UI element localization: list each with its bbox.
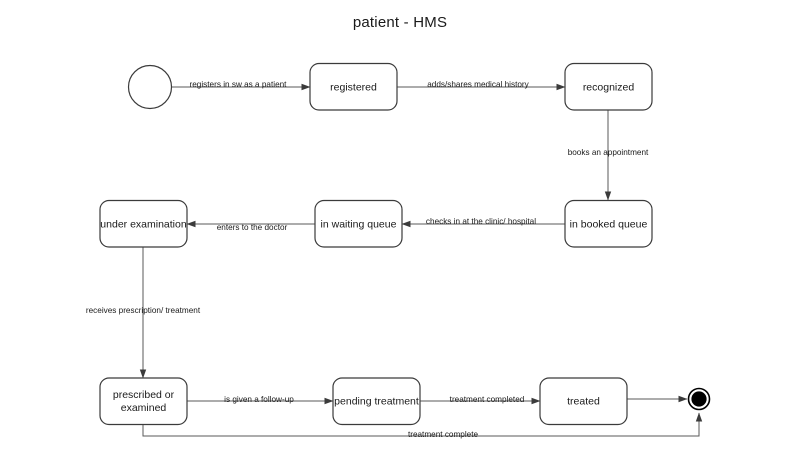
edge-label: enters to the doctor xyxy=(217,223,288,232)
state-label-line2: examined xyxy=(121,402,167,414)
transition-receives-prescription: receives prescription/ treatment xyxy=(86,247,201,379)
edge-label: treatment complete xyxy=(408,430,479,439)
state-box xyxy=(564,199,653,248)
state-label: treated xyxy=(567,395,600,407)
state-box xyxy=(332,377,421,426)
transition-registers-in-sw: registers in sw as a patient xyxy=(171,80,311,91)
transition-checks-in-at-clinic: checks in at the clinic/ hospital xyxy=(401,217,565,228)
state-box xyxy=(309,62,398,111)
state-node-under-examination[interactable]: under examination xyxy=(99,199,188,248)
transition-adds-shares-medical-history: adds/shares medical history xyxy=(397,80,566,91)
initial-state-node[interactable] xyxy=(127,64,173,110)
state-node-recognized[interactable]: recognized xyxy=(564,62,653,111)
transition-treatment-completed: treatment completed xyxy=(420,395,541,405)
edge-label: registers in sw as a patient xyxy=(190,80,288,89)
transition-books-an-appointment: books an appointment xyxy=(568,110,649,201)
edge-label: is given a follow-up xyxy=(224,395,294,404)
page-title: patient - HMS xyxy=(352,14,448,31)
state-node-prescribed-or-examined[interactable]: prescribed or examined xyxy=(99,377,188,426)
state-node-pending-treatment[interactable]: pending treatment xyxy=(332,377,421,426)
final-state-node[interactable] xyxy=(687,387,711,411)
initial-state-circle xyxy=(127,64,173,110)
edge-label: treatment completed xyxy=(450,395,525,404)
edge-label: checks in at the clinic/ hospital xyxy=(426,217,536,226)
transition-enters-to-the-doctor: enters to the doctor xyxy=(186,220,315,232)
final-state-dot xyxy=(691,391,707,407)
state-box xyxy=(539,377,628,426)
state-node-in-waiting-queue[interactable]: in waiting queue xyxy=(314,199,403,248)
state-label-line1: prescribed or xyxy=(113,389,175,401)
state-node-in-booked-queue[interactable]: in booked queue xyxy=(564,199,653,248)
state-label: recognized xyxy=(583,81,635,93)
edge-label: adds/shares medical history xyxy=(427,80,529,89)
transition-treatment-complete: treatment complete xyxy=(142,412,703,439)
state-label: registered xyxy=(330,81,377,93)
state-box xyxy=(99,377,188,426)
state-label: pending treatment xyxy=(334,395,419,407)
state-node-registered[interactable]: registered xyxy=(309,62,398,111)
state-box xyxy=(314,199,403,248)
transition-is-given-a-follow-up: is given a follow-up xyxy=(187,395,334,405)
state-label: under examination xyxy=(100,218,187,230)
state-box xyxy=(99,199,188,248)
state-label: in waiting queue xyxy=(321,218,397,230)
state-node-treated[interactable]: treated xyxy=(539,377,628,426)
edge-label: books an appointment xyxy=(568,148,649,157)
state-box xyxy=(564,62,653,111)
edge-line xyxy=(142,412,703,437)
state-label: in booked queue xyxy=(570,218,648,230)
edge-label: receives prescription/ treatment xyxy=(86,306,201,315)
